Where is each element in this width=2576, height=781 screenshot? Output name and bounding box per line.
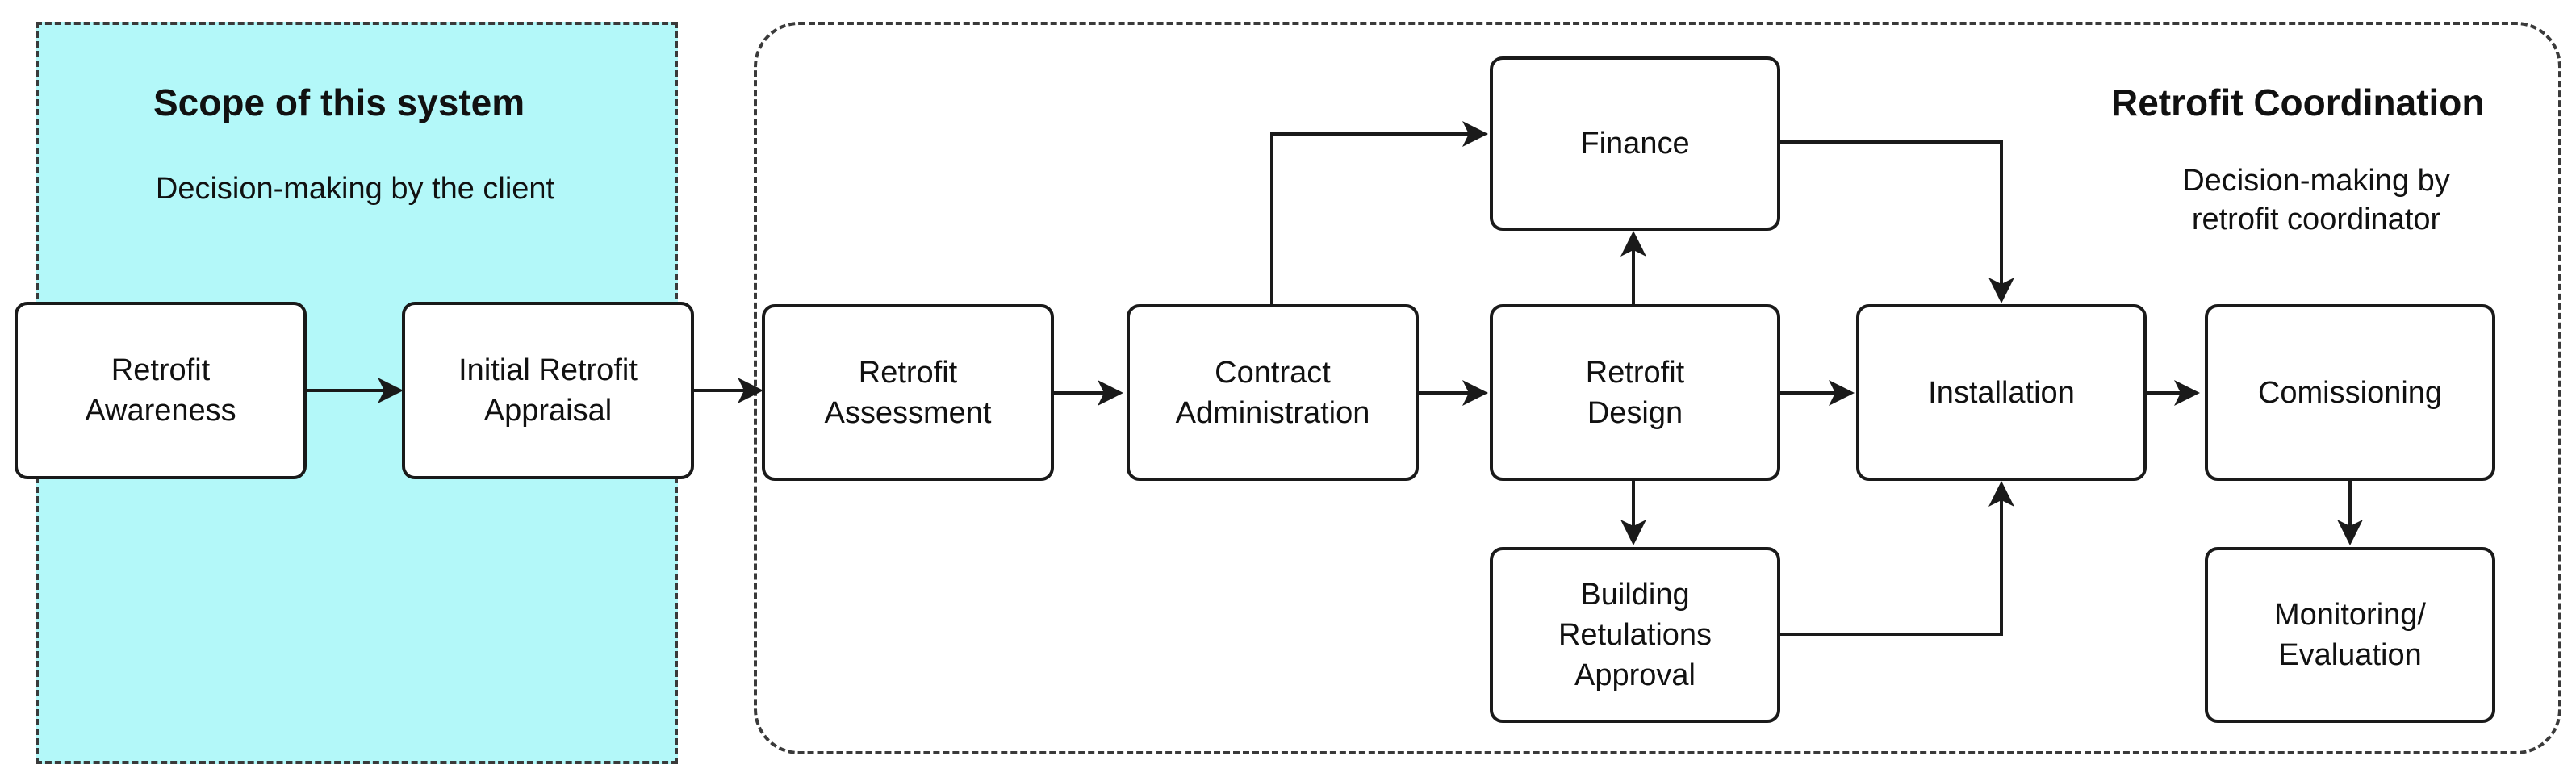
node-building-regulations-approval: Building Retulations Approval — [1490, 547, 1780, 723]
node-installation: Installation — [1856, 304, 2147, 481]
node-monitoring-evaluation-line-2: Evaluation — [2278, 638, 2422, 672]
node-contract-administration-line-1: Contract — [1215, 355, 1331, 390]
node-building-regulations-approval-line-1: Building — [1580, 578, 1690, 612]
node-retrofit-design-line-1: Retrofit — [1585, 355, 1685, 390]
coordination-subtitle: Decision-making by retrofit coordinator — [2114, 161, 2518, 239]
node-retrofit-assessment-line-1: Retrofit — [858, 355, 958, 390]
node-finance-line-1: Finance — [1580, 127, 1690, 161]
node-retrofit-awareness: Retrofit Awareness — [15, 302, 307, 479]
node-finance: Finance — [1490, 56, 1780, 231]
node-contract-administration-line-2: Administration — [1175, 395, 1370, 430]
node-monitoring-evaluation: Monitoring/ Evaluation — [2205, 547, 2495, 723]
node-building-regulations-approval-line-2: Retulations — [1558, 618, 1712, 652]
node-initial-retrofit-appraisal: Initial Retrofit Appraisal — [402, 302, 694, 479]
node-comissioning-line-1: Comissioning — [2257, 375, 2443, 410]
node-retrofit-design: Retrofit Design — [1490, 304, 1780, 481]
node-initial-retrofit-appraisal-line-2: Appraisal — [483, 394, 613, 428]
node-retrofit-design-line-2: Design — [1587, 395, 1683, 430]
node-retrofit-awareness-line-2: Awareness — [85, 394, 236, 428]
coordination-subtitle-line-2: retrofit coordinator — [2191, 203, 2441, 236]
node-monitoring-evaluation-line-1: Monitoring/ — [2274, 598, 2426, 632]
scope-subtitle: Decision-making by the client — [155, 172, 555, 206]
node-initial-retrofit-appraisal-line-1: Initial Retrofit — [458, 353, 638, 387]
node-contract-administration: Contract Administration — [1127, 304, 1419, 481]
node-installation-line-1: Installation — [1928, 375, 2075, 410]
node-retrofit-awareness-line-1: Retrofit — [111, 353, 211, 387]
coordination-subtitle-line-1: Decision-making by — [2182, 164, 2450, 198]
node-building-regulations-approval-line-3: Approval — [1574, 658, 1696, 692]
scope-title: Scope of this system — [153, 81, 525, 123]
node-retrofit-assessment-line-2: Assessment — [824, 395, 992, 430]
node-comissioning: Comissioning — [2205, 304, 2495, 481]
coordination-title: Retrofit Coordination — [2111, 81, 2485, 123]
node-retrofit-assessment: Retrofit Assessment — [762, 304, 1054, 481]
